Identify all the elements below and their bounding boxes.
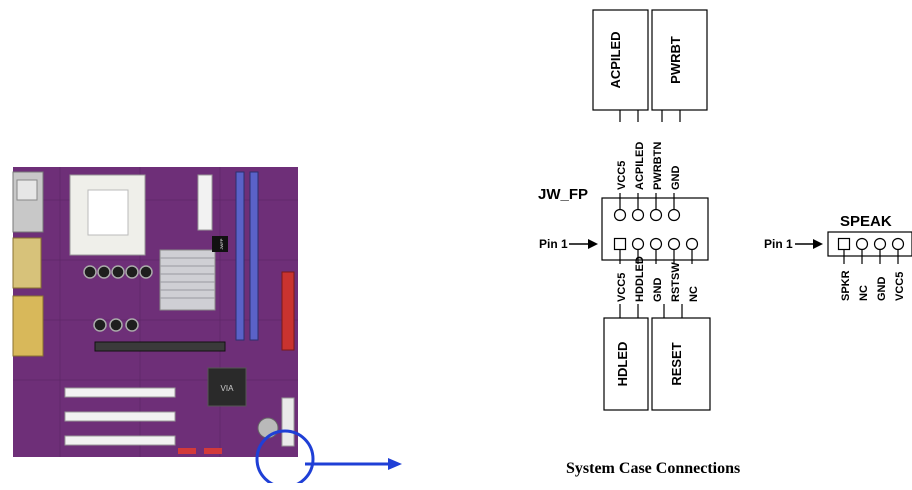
speak-pin-3 — [873, 237, 887, 251]
speak-pin-2 — [855, 237, 869, 251]
serial-port — [12, 295, 44, 357]
speak-pin-4 — [891, 237, 905, 251]
speak-pin-label-2: NC — [858, 285, 870, 301]
jw-fp-top-pin-label-3: PWRBTN — [652, 142, 664, 190]
jw-fp-top-pin-row — [613, 208, 681, 222]
dimm-slot-2 — [249, 171, 259, 341]
jw-fp-pin-6 — [649, 208, 663, 222]
jw-fp-bottom-pin-label-3: GND — [652, 278, 664, 303]
jw-fp-pin-4 — [631, 208, 645, 222]
chip-label: VIA — [221, 384, 235, 393]
speak-pin-label-4: VCC5 — [894, 272, 906, 301]
jw-fp-pin1-label: Pin 1 — [539, 237, 568, 251]
jw-fp-header-outline — [601, 197, 709, 261]
jw-fp-top-leads — [619, 110, 681, 209]
northbridge-heatsink — [159, 249, 216, 311]
jw-fp-pin1-arrow-head — [588, 239, 598, 249]
speak-pin-row — [837, 237, 905, 251]
pointer-arrow-head — [388, 458, 402, 470]
acpiled-box-label: ACPILED — [608, 31, 623, 88]
pwrbt-box-label: PWRBT — [668, 36, 683, 84]
jw-fp-pin-1-square — [613, 237, 627, 251]
capacitors — [83, 265, 153, 332]
agp-slot — [94, 341, 226, 352]
jw-fp-top-pin-label-1: VCC5 — [616, 161, 628, 190]
hdled-box-label: HDLED — [615, 342, 630, 387]
diagram-caption: System Case Connections — [566, 460, 740, 477]
jw-fp-pin-7 — [667, 237, 681, 251]
jw-fp-pin-8 — [667, 208, 681, 222]
heatsink-fins — [160, 257, 215, 299]
speak-header-outline — [827, 231, 912, 257]
speak-pin1-arrow-head — [813, 239, 823, 249]
sata-connector-2 — [204, 448, 222, 454]
ide-connector — [281, 271, 295, 351]
pci-slot-1 — [64, 387, 176, 398]
jw-fp-bottom-pin-label-2: HDDLED — [634, 256, 646, 302]
jw-fp-bottom-pin-label-4: RSTSW — [670, 262, 682, 302]
jw-fp-pin-5 — [649, 237, 663, 251]
jw-fp-bottom-leads — [619, 250, 693, 318]
southbridge-chip — [207, 367, 247, 407]
pci-slot-2 — [64, 411, 176, 422]
dimm-slot-1 — [235, 171, 245, 341]
speak-pin1-label: Pin 1 — [764, 237, 793, 251]
board-traces — [13, 167, 298, 457]
jw-fp-bottom-pin-label-1: VCC5 — [616, 273, 628, 302]
pci-slot-3 — [64, 435, 176, 446]
speak-pin-label-3: GND — [876, 277, 888, 302]
reset-box — [651, 317, 711, 411]
bottom-mask — [0, 483, 912, 485]
board-small-label: JWFP — [219, 238, 224, 249]
jw-fp-pin-3 — [631, 237, 645, 251]
speak-leads — [843, 250, 899, 264]
reset-box-label: RESET — [669, 342, 684, 385]
motherboard-illustration: VIA JWFP — [0, 167, 912, 489]
hdled-box — [603, 317, 649, 411]
floppy-connector — [281, 397, 295, 447]
jw-fp-bottom-pin-row — [613, 237, 699, 251]
speak-title: SPEAK — [840, 213, 892, 230]
jw-fp-top-pin-label-4: GND — [670, 166, 682, 191]
jw-fp-diagram — [592, 9, 711, 411]
jw-fp-top-pin-label-2: ACPILED — [634, 142, 646, 190]
atx-power-connector — [197, 174, 213, 231]
jw-fp-pin-2 — [613, 208, 627, 222]
speak-pin-label-1: SPKR — [840, 270, 852, 301]
usb-ports — [16, 179, 38, 201]
jw-fp-title: JW_FP — [538, 186, 588, 203]
jw-fp-bottom-pin-label-5: NC — [688, 286, 700, 302]
jw-fp-pin-9 — [685, 237, 699, 251]
parallel-port — [12, 237, 42, 289]
speak-pin-1-square — [837, 237, 851, 251]
jwfp-small-tag — [212, 236, 228, 252]
cpu-socket-grid — [87, 189, 129, 236]
sata-connector-1 — [178, 448, 196, 454]
